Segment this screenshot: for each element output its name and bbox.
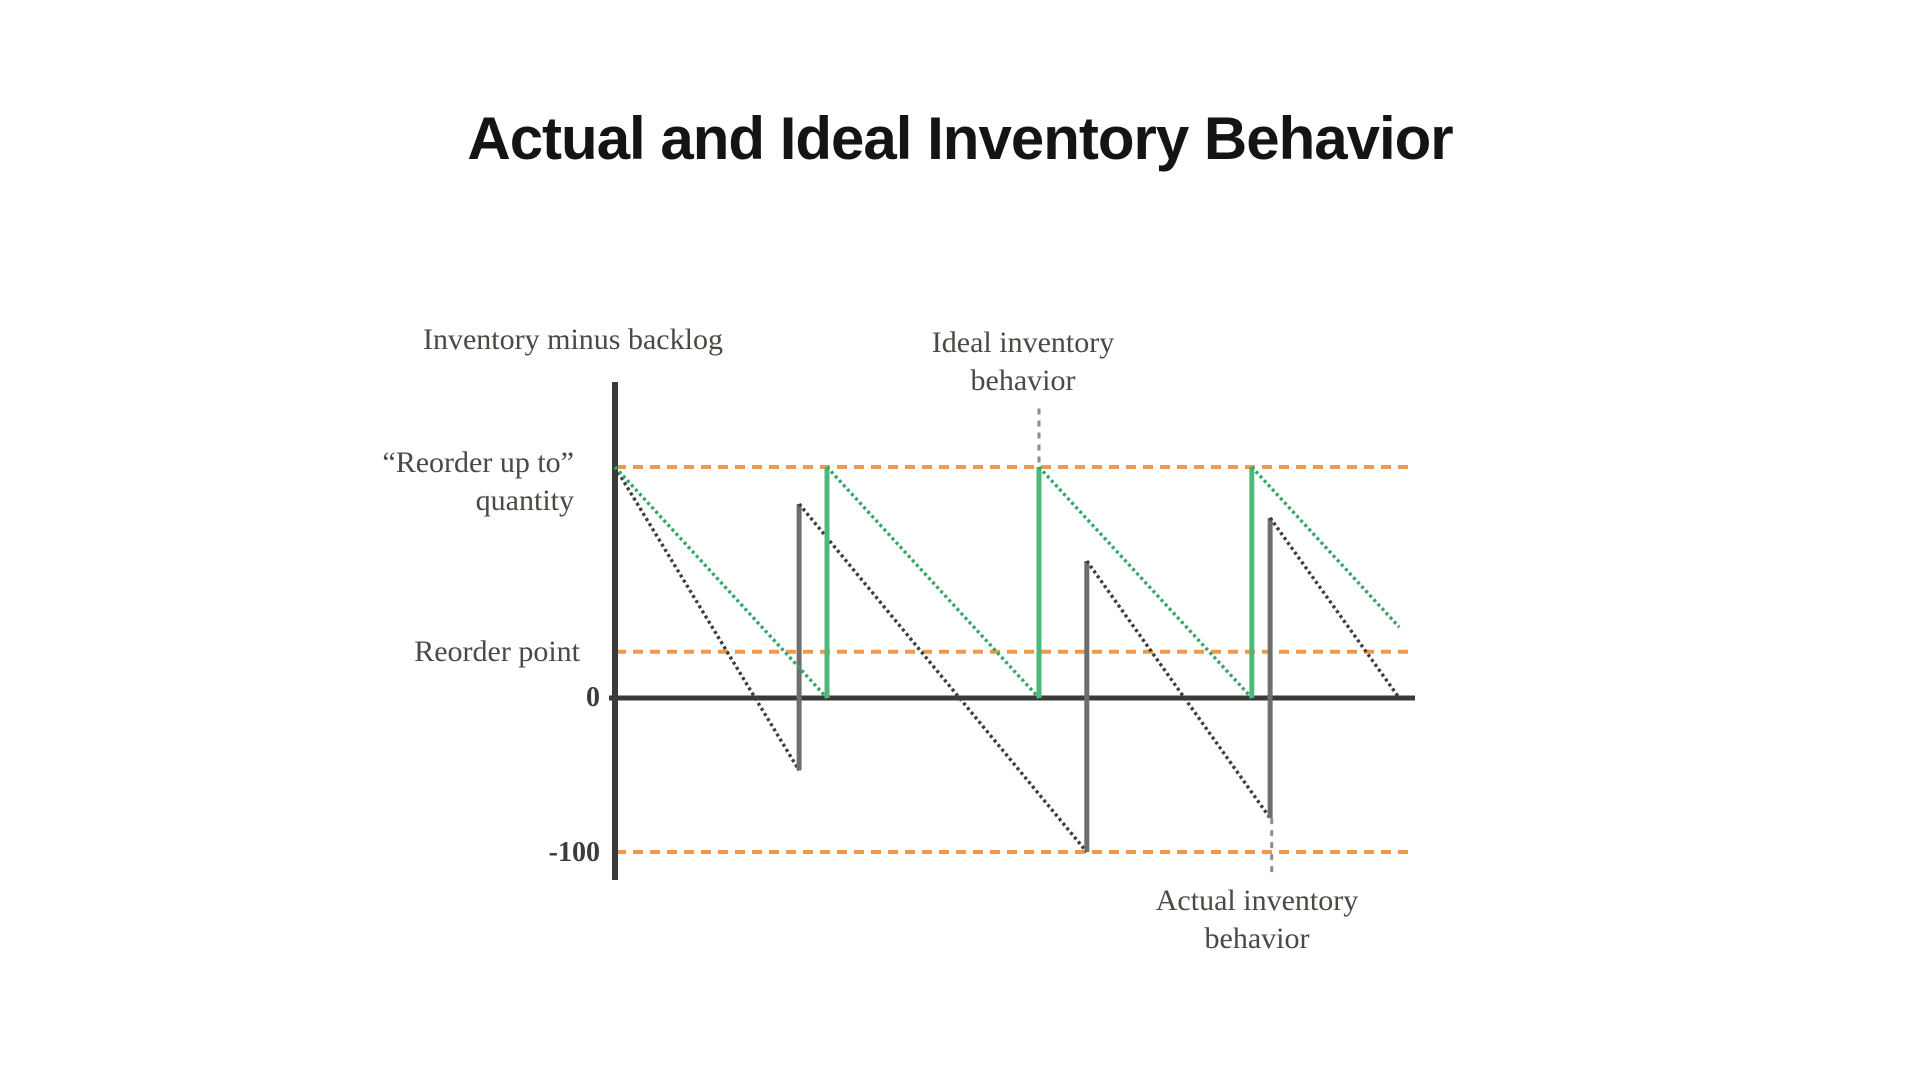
zero-tick-label: 0 — [586, 682, 600, 713]
actual-line-segment — [1085, 559, 1272, 820]
ideal-line-segment — [1037, 465, 1254, 700]
reorder-point-label: Reorder point — [414, 635, 580, 668]
ideal-series-label-line1: Ideal inventory — [931, 326, 1115, 359]
actual-line-segment — [1268, 516, 1401, 699]
ideal-series-label-line2: behavior — [970, 364, 1076, 397]
reorder-up-to-label-line1: “Reorder up to” — [382, 446, 574, 479]
actual-line-segment — [613, 466, 801, 772]
minus-100-tick-label: -100 — [548, 837, 600, 868]
ideal-line-segment — [825, 465, 1041, 700]
reorder-up-to-label-line2: quantity — [475, 484, 574, 517]
actual-series-label: Actual inventory behavior — [1097, 882, 1417, 958]
y-axis-title: Inventory minus backlog — [423, 323, 723, 356]
reorder-up-to-label: “Reorder up to” quantity — [324, 444, 574, 520]
ideal-line-segment — [613, 465, 829, 700]
actual-line-segment — [797, 502, 1089, 854]
ideal-line-segment — [1250, 465, 1401, 629]
chart-title: Actual and Ideal Inventory Behavior — [467, 105, 1453, 172]
actual-series-label-line2: behavior — [1204, 922, 1310, 955]
ideal-series-label: Ideal inventory behavior — [863, 324, 1183, 400]
actual-series-label-line1: Actual inventory — [1155, 884, 1359, 917]
